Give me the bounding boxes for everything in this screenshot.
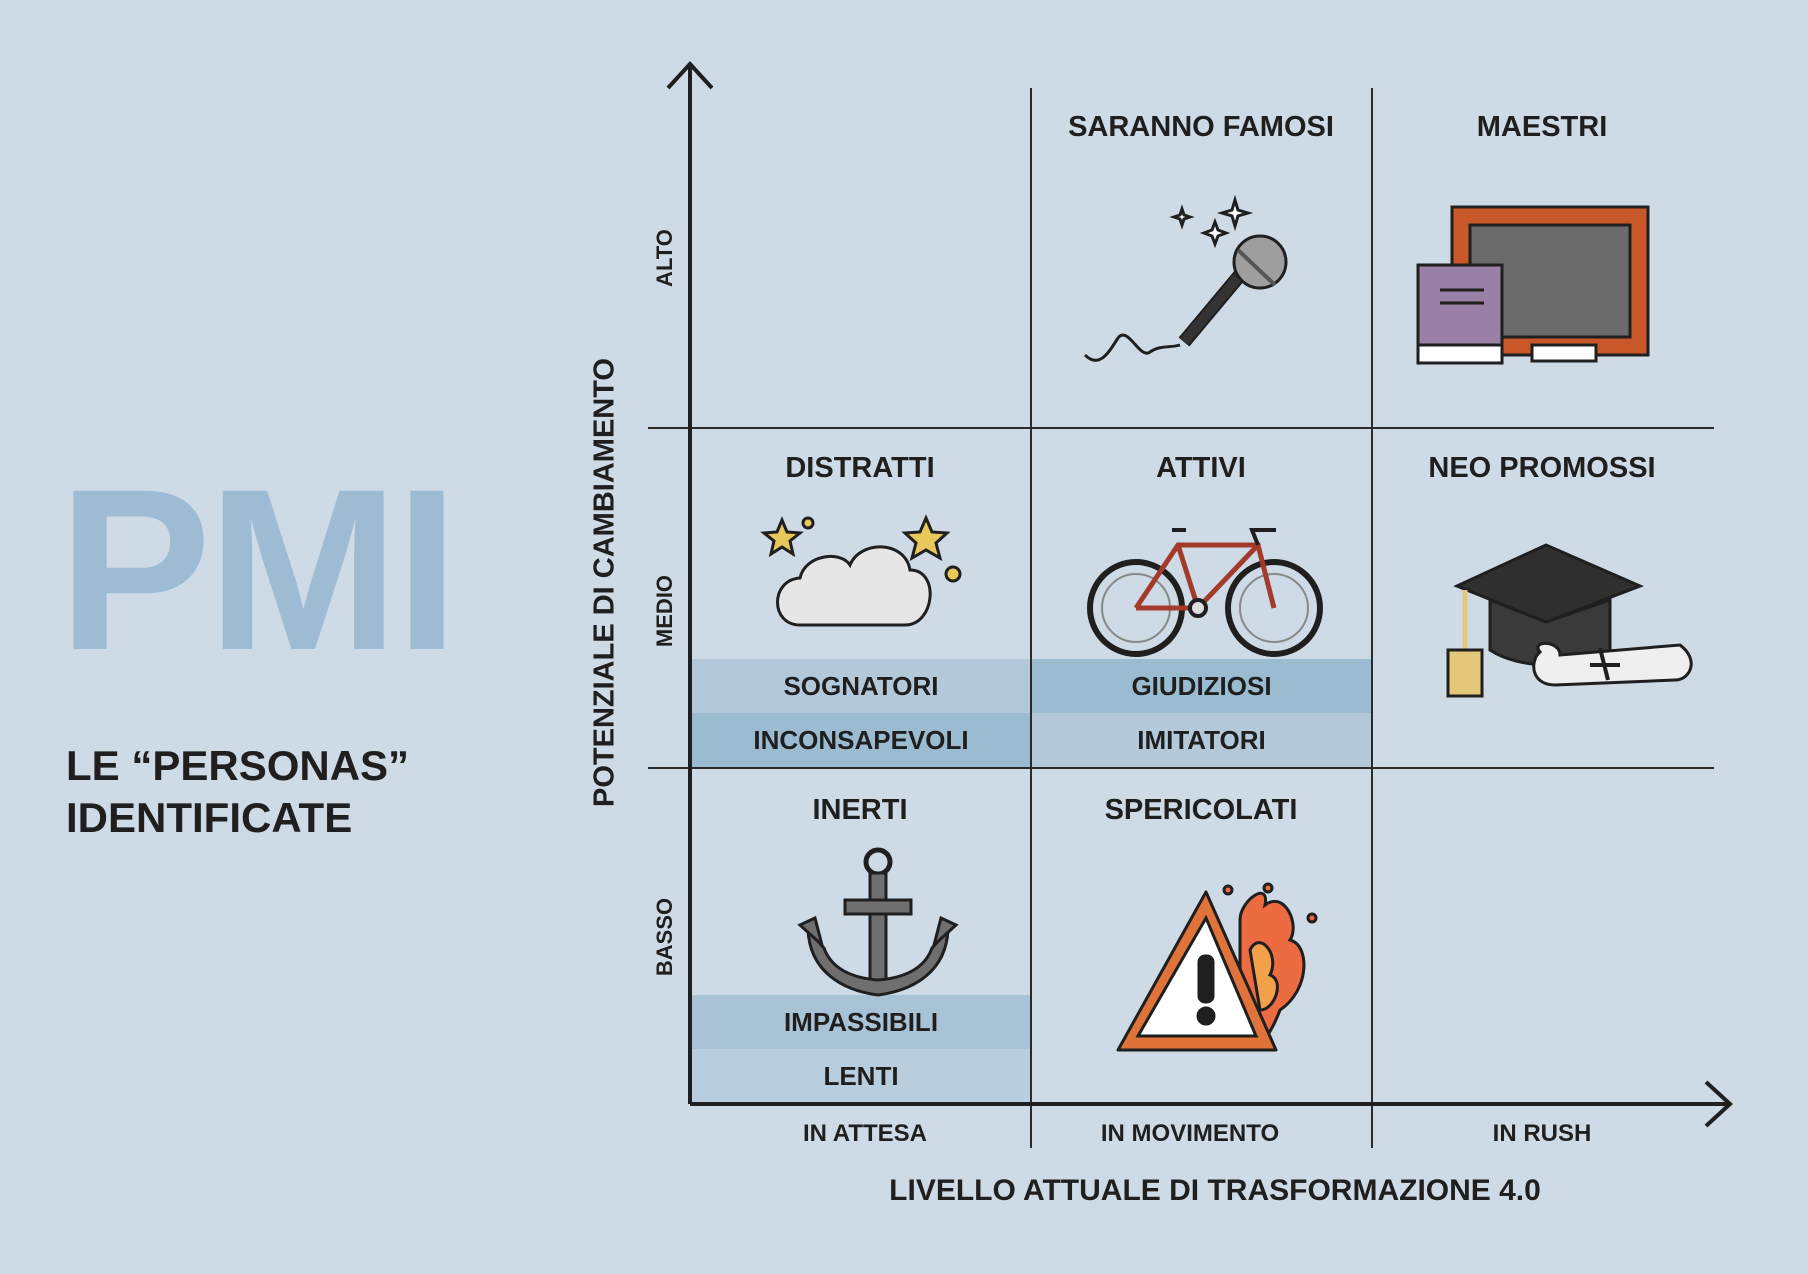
anchor-icon (797, 847, 959, 997)
y-axis-label: POTENZIALE DI CAMBIAMENTO (588, 358, 621, 807)
cloud-stars-icon (760, 514, 962, 627)
cell-title-inerti: INERTI (812, 794, 908, 826)
cell-title-attivi: ATTIVI (1156, 452, 1246, 484)
band-lenti: LENTI (692, 1049, 1030, 1104)
page-title: PMI (58, 441, 459, 698)
grid-lines (648, 88, 1714, 1148)
microphone-icon (1083, 194, 1288, 362)
warning-fire-icon (1116, 882, 1318, 1052)
subtitle-line-2: IDENTIFICATE (66, 794, 353, 841)
y-level-alto: ALTO (652, 229, 677, 287)
cell-title-maestri: MAESTRI (1476, 111, 1608, 143)
cell-title-neo-promossi: NEO PROMOSSI (1428, 452, 1656, 484)
bicycle-icon (1087, 528, 1323, 657)
subtitle-line-1: LE “PERSONAS” (66, 742, 410, 789)
cell-title-spericolati: SPERICOLATI (1104, 794, 1298, 826)
blackboard-books-icon (1416, 205, 1650, 365)
band-imitatori: IMITATORI (1032, 713, 1371, 768)
cell-title-saranno-famosi: SARANNO FAMOSI (1068, 111, 1334, 143)
band-inconsapevoli: INCONSAPEVOLI (692, 713, 1030, 768)
band-giudiziosi: GIUDIZIOSI (1032, 659, 1371, 713)
x-axis-arrow (1704, 1080, 1733, 1128)
cell-title-distratti: DISTRATTI (785, 452, 935, 484)
y-axis-arrow (666, 61, 714, 90)
page-subtitle: LE “PERSONAS” IDENTIFICATE (66, 740, 409, 844)
graduation-cap-icon (1446, 543, 1693, 698)
y-level-medio: MEDIO (652, 574, 677, 648)
axes (666, 61, 1733, 1128)
x-level-in-movimento: IN MOVIMENTO (1100, 1120, 1280, 1147)
y-level-basso: BASSO (652, 897, 677, 977)
x-level-in-attesa: IN ATTESA (803, 1120, 927, 1147)
x-level-in-rush: IN RUSH (1492, 1120, 1592, 1147)
x-axis-label: LIVELLO ATTUALE DI TRASFORMAZIONE 4.0 (889, 1174, 1541, 1207)
band-sognatori: SOGNATORI (692, 659, 1030, 713)
band-impassibili: IMPASSIBILI (692, 995, 1030, 1049)
